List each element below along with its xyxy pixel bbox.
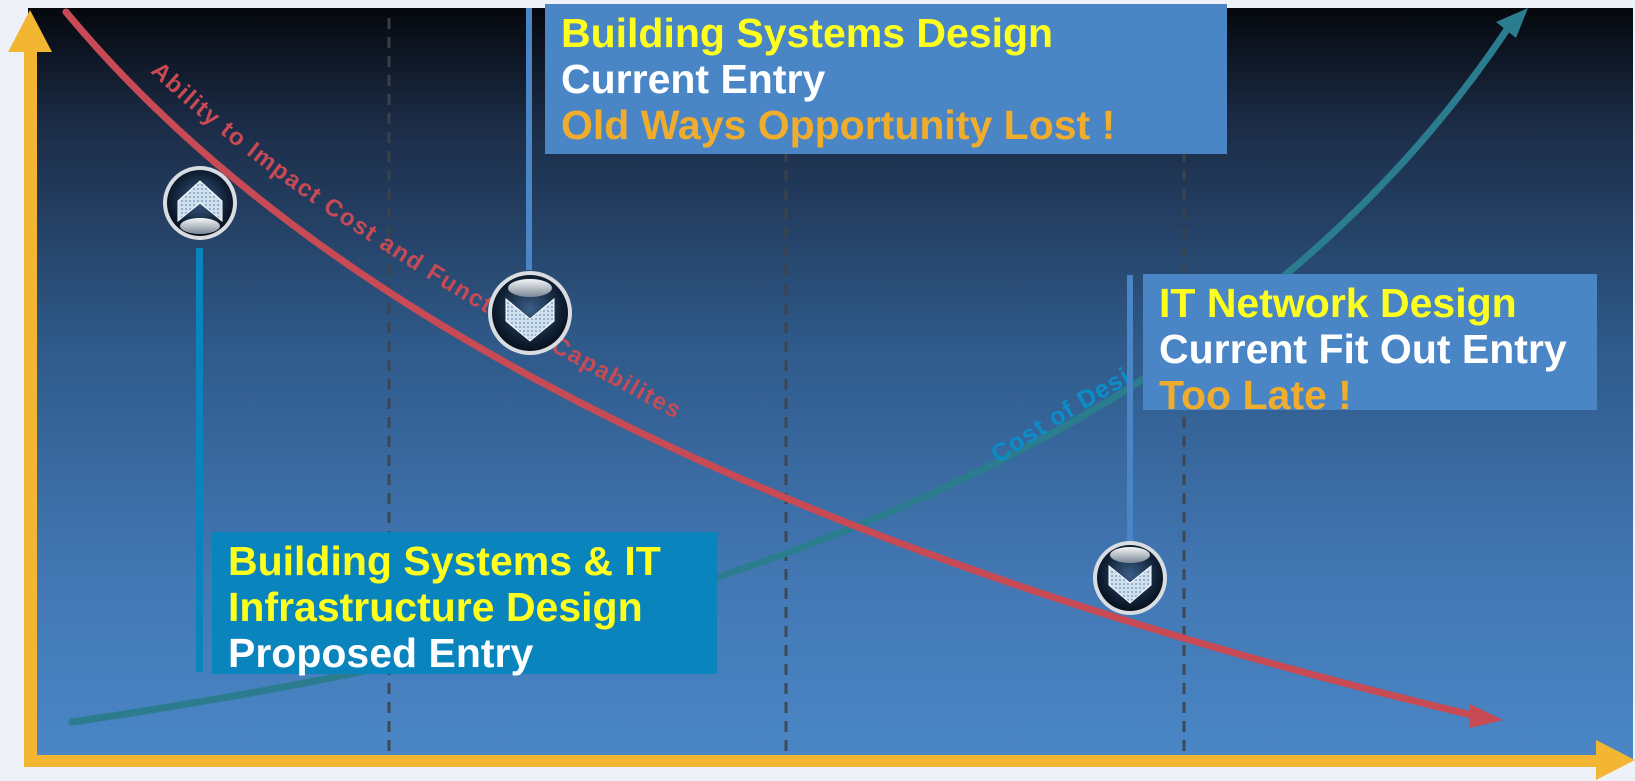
callout-building-systems-title: Building Systems Design: [561, 10, 1054, 56]
stem-proposed: [196, 248, 203, 672]
up-arrow-icon: [163, 166, 237, 240]
ability-curve: [62, 8, 1484, 721]
callout-proposed-title-1: Building Systems & IT: [228, 538, 661, 584]
down-arrow-icon: [1093, 541, 1167, 615]
callout-it-network-title: IT Network Design: [1159, 280, 1517, 326]
y-axis: [24, 44, 37, 766]
callout-it-network-note: Too Late !: [1159, 372, 1352, 418]
x-axis-arrowhead: [1596, 740, 1635, 780]
callout-building-systems-note: Old Ways Opportunity Lost !: [561, 102, 1116, 148]
callout-proposed-title-2: Infrastructure Design: [228, 584, 643, 630]
x-axis: [24, 755, 1604, 767]
down-arrow-icon: [488, 271, 572, 355]
callout-it-network: IT Network Design Current Fit Out Entry …: [1143, 274, 1597, 418]
callout-building-systems-subtitle: Current Entry: [561, 56, 826, 102]
y-axis-arrowhead: [8, 10, 52, 52]
stem-it-network: [1127, 275, 1133, 545]
stem-building-systems: [526, 8, 532, 270]
callout-building-systems: Building Systems Design Current Entry Ol…: [545, 4, 1227, 154]
cost-curve-arrowhead: [1496, 8, 1528, 38]
axes: [8, 10, 1635, 780]
callout-proposed-subtitle: Proposed Entry: [228, 630, 534, 676]
cost-curve: [68, 24, 1512, 726]
ability-curve-arrowhead: [1470, 704, 1503, 728]
callout-it-network-subtitle: Current Fit Out Entry: [1159, 326, 1567, 372]
callout-proposed: Building Systems & IT Infrastructure Des…: [212, 532, 717, 676]
